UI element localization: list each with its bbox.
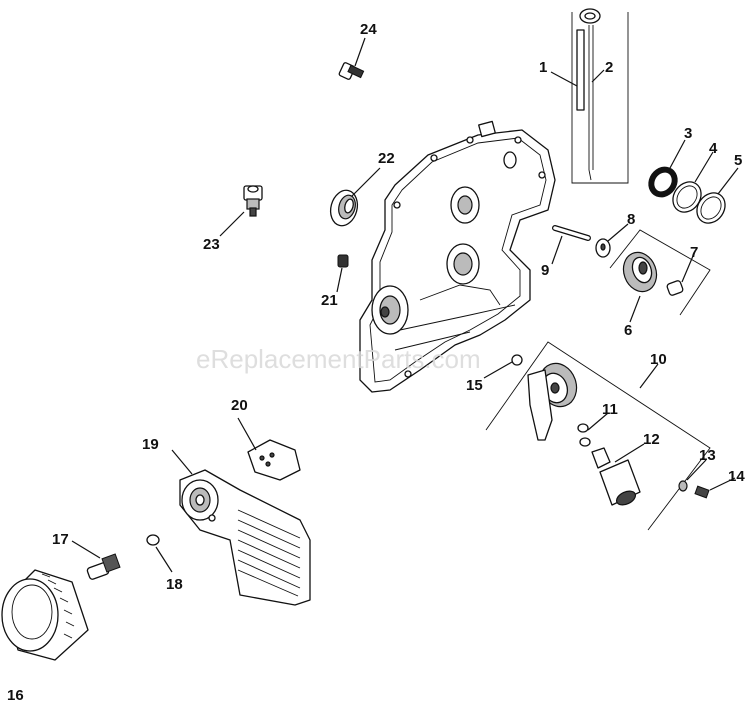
part-label-21: 21 — [321, 292, 338, 309]
part-label-6: 6 — [624, 322, 632, 339]
plug-21[interactable] — [337, 254, 349, 268]
oil-cooler-19[interactable] — [179, 469, 311, 606]
o-ring-5[interactable] — [691, 187, 731, 228]
seal-3[interactable] — [642, 161, 683, 203]
part-label-17: 17 — [52, 531, 69, 548]
part-label-8: 8 — [627, 211, 635, 228]
part-label-18: 18 — [166, 576, 183, 593]
watermark: eReplacementParts.com — [196, 344, 481, 374]
oil-seal-22[interactable] — [327, 187, 361, 229]
part-label-4: 4 — [709, 140, 718, 157]
part-label-23: 23 — [203, 236, 220, 253]
oil-pump-group[interactable] — [485, 341, 711, 531]
dipstick[interactable] — [571, 8, 629, 184]
part-label-19: 19 — [142, 436, 159, 453]
governor-gear-group[interactable] — [552, 225, 711, 316]
part-label-10: 10 — [650, 351, 667, 368]
part-label-11: 11 — [602, 401, 618, 418]
gear-cover[interactable] — [359, 120, 556, 393]
part-label-14: 14 — [728, 468, 745, 485]
plug-18[interactable] — [146, 534, 160, 546]
part-label-22: 22 — [378, 150, 395, 167]
part-label-2: 2 — [605, 59, 613, 76]
leader-lines — [71, 37, 739, 573]
oil-sender-23[interactable] — [243, 185, 263, 217]
gasket-20[interactable] — [247, 439, 301, 481]
part-label-12: 12 — [643, 431, 660, 448]
part-label-9: 9 — [541, 262, 549, 279]
part-label-7: 7 — [690, 244, 698, 261]
bolt-24[interactable] — [338, 62, 365, 80]
part-label-13: 13 — [699, 447, 716, 464]
part-label-15: 15 — [466, 377, 483, 394]
oil-filter-16[interactable] — [1, 569, 89, 661]
part-labels: 1 2 3 4 5 6 7 8 9 10 11 12 13 14 15 16 1… — [7, 21, 745, 704]
o-ring-4[interactable] — [667, 176, 707, 217]
part-label-20: 20 — [231, 397, 248, 414]
part-label-24: 24 — [360, 21, 377, 38]
part-label-5: 5 — [734, 152, 742, 169]
part-label-16: 16 — [7, 687, 24, 704]
part-label-3: 3 — [684, 125, 692, 142]
part-label-1: 1 — [539, 59, 547, 76]
nipple-17[interactable] — [86, 553, 121, 580]
